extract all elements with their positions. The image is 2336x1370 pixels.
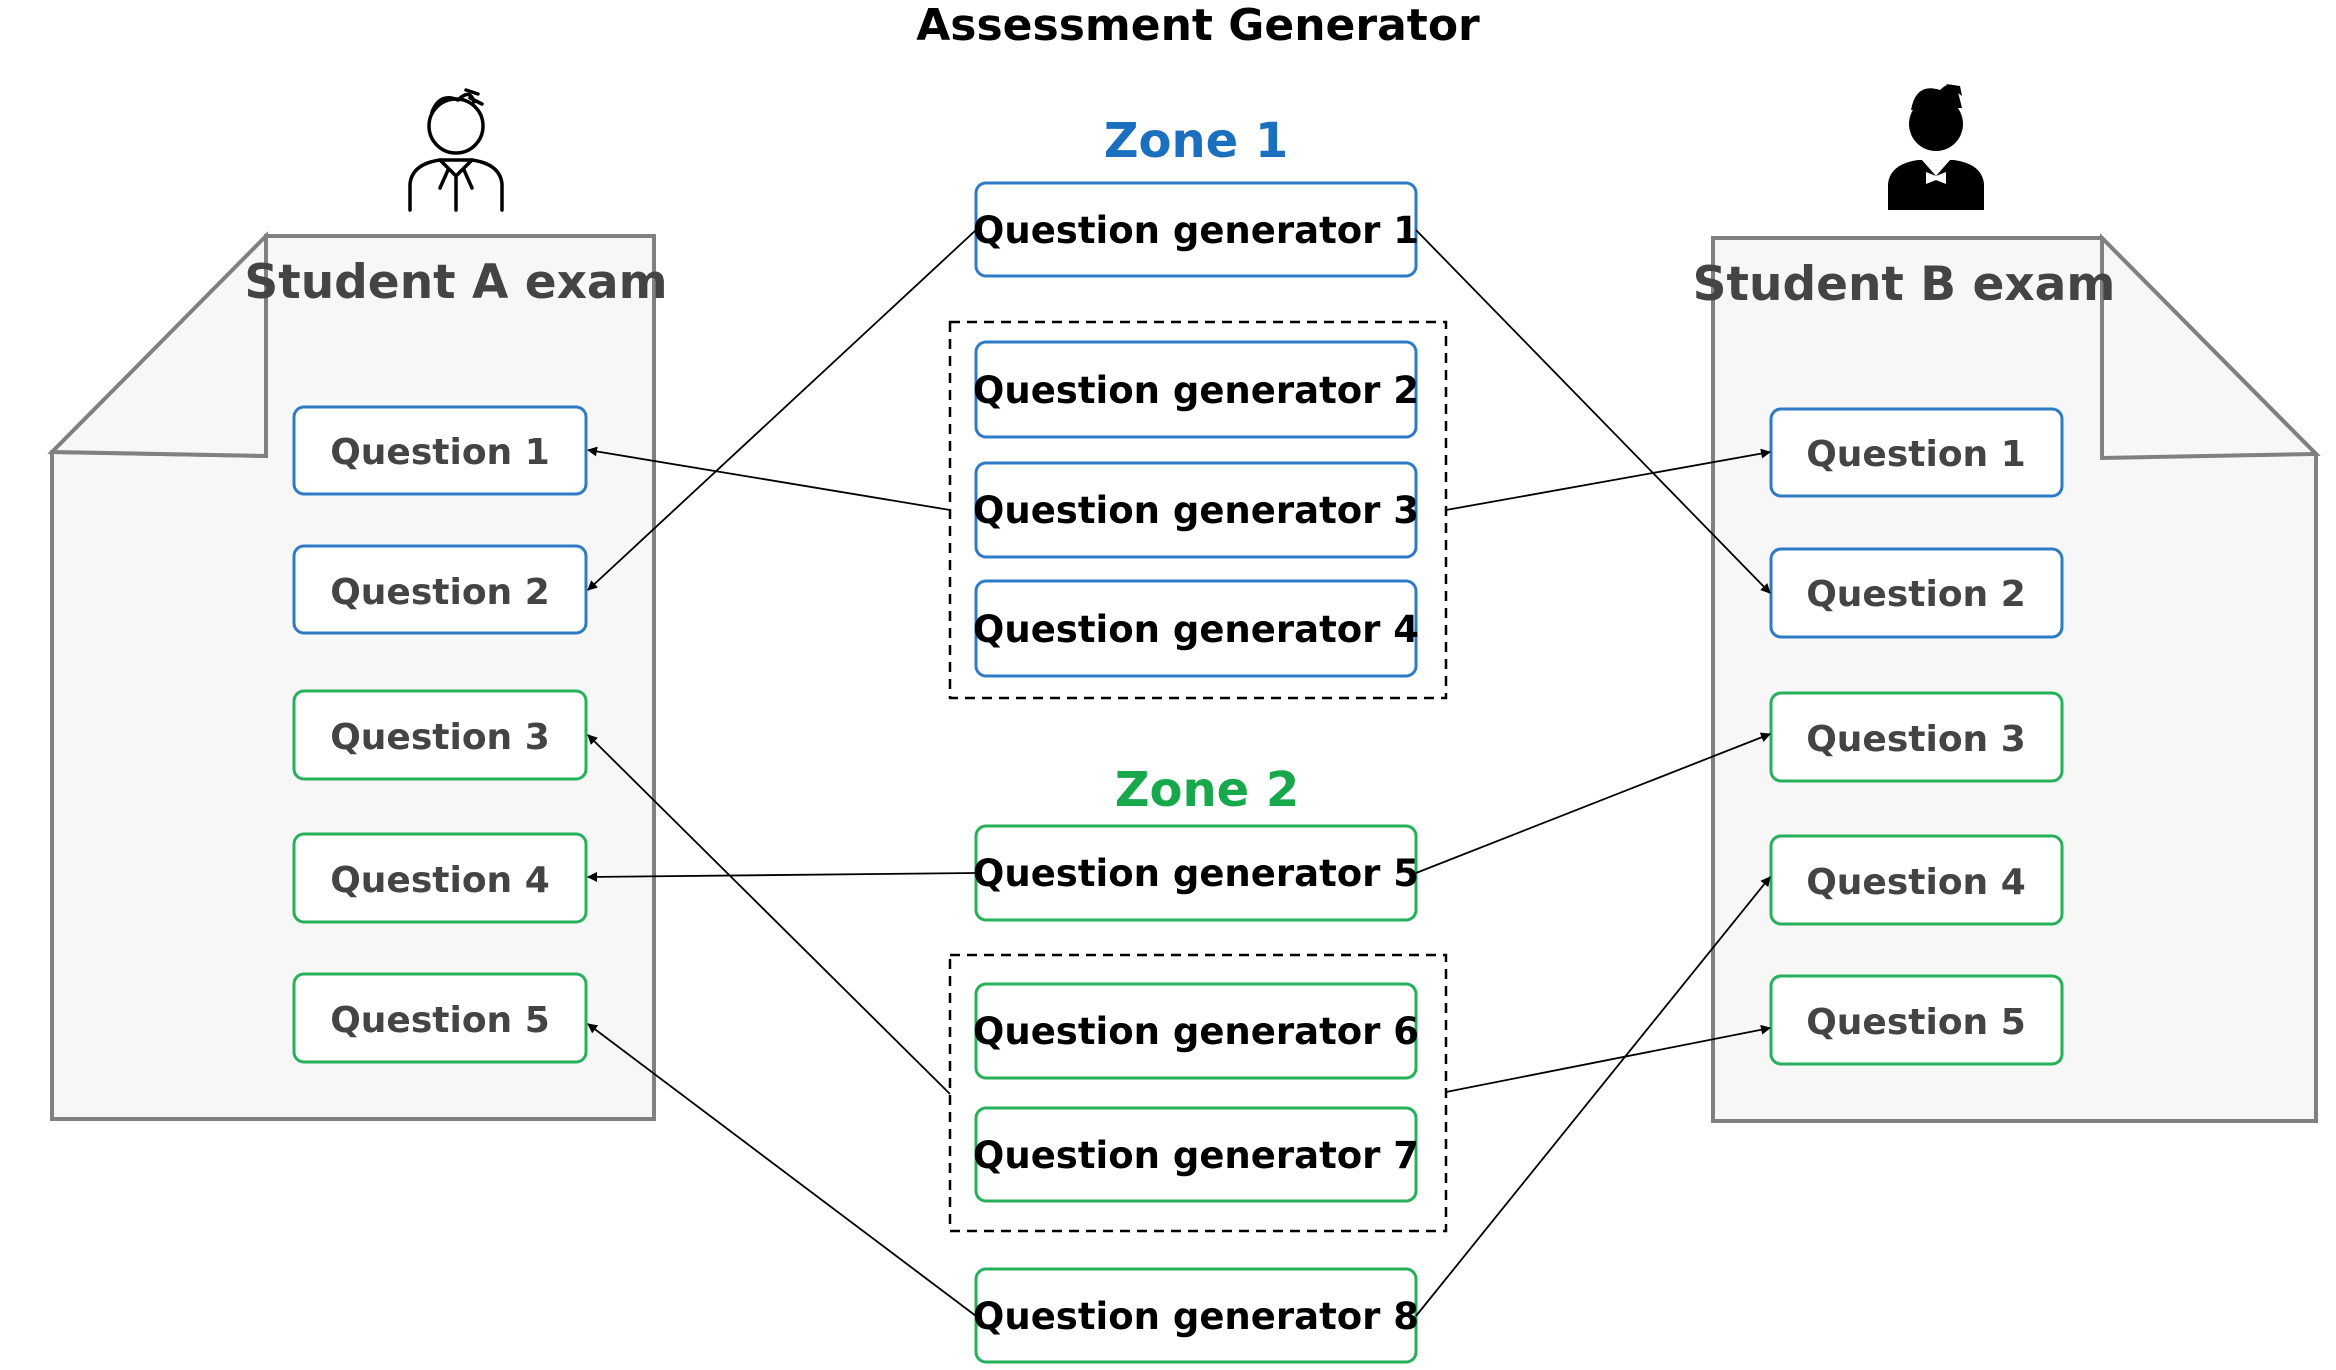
question-label: Question 5 [1806,1002,2026,1043]
question-box [292,405,588,496]
student-a-question-4: Question 4 [292,832,588,924]
zone-1-title: Zone 1 [1104,113,1289,169]
question-label: Question 4 [1806,862,2026,903]
question-label: Question 5 [330,1000,550,1041]
question-generator-1: Question generator 1 [973,181,1419,278]
generator-label: Question generator 8 [973,1295,1419,1338]
question-box [292,544,588,635]
generator-box [974,579,1418,678]
generator-label: Question generator 4 [973,608,1419,651]
generator-box [974,461,1418,559]
generator-label: Question generator 3 [973,489,1419,532]
arrow-gen8-to-student-a-q5 [587,1023,977,1317]
arrow-gen1-to-student-a-q2 [587,229,977,591]
generator-label: Question generator 1 [973,209,1419,252]
student-a-question-5: Question 5 [292,972,588,1064]
student-b-question-2: Question 2 [1769,547,2064,639]
question-label: Question 3 [1806,719,2026,760]
generator-label: Question generator 2 [973,369,1419,412]
zone-2-generator-group [948,953,1448,1233]
student-b-question-5: Question 5 [1769,974,2064,1066]
arrow-gen5-to-student-b-q3 [1415,732,1771,874]
generator-box [974,181,1418,278]
page-title: Assessment Generator [916,0,1480,51]
question-box [1769,407,2064,498]
question-box [1769,547,2064,639]
student-b-exam-title: Student B exam [1693,257,2116,312]
arrow-gen7-to-student-a-q3 [587,734,951,1095]
student-outline-icon [408,88,504,212]
student-b-question-4: Question 4 [1769,834,2064,926]
question-generator-7: Question generator 7 [973,1106,1419,1203]
student-b-question-3: Question 3 [1769,691,2064,783]
question-label: Question 4 [330,860,550,901]
arrow-gen1-to-student-b-q2 [1415,229,1771,594]
question-box [292,972,588,1064]
question-label: Question 2 [1806,574,2026,615]
question-generator-4: Question generator 4 [973,579,1419,678]
question-label: Question 1 [330,432,550,473]
connector-arrows [587,229,1771,1317]
question-label: Question 1 [1806,434,2026,475]
question-generator-6: Question generator 6 [973,982,1419,1080]
generator-label: Question generator 7 [973,1134,1419,1177]
zone-2-title: Zone 2 [1115,762,1300,818]
arrow-gen3-to-student-a-q1 [587,446,951,511]
student-b-exam: Student B exam Question 1 Question 2 Que… [1693,233,2321,1123]
arrow-gen6-to-student-b-q5 [1445,1024,1771,1093]
student-b-exam-page-fold [2100,233,2321,461]
student-a-exam-page-fold [47,231,268,459]
question-generator-2: Question generator 2 [973,340,1419,439]
student-a-question-1: Question 1 [292,405,588,496]
student-a-question-2: Question 2 [292,544,588,635]
question-generator-3: Question generator 3 [973,461,1419,559]
question-label: Question 2 [330,572,550,613]
question-box [1769,691,2064,783]
arrow-gen5-to-student-a-q4 [587,871,977,882]
generator-box [974,340,1418,439]
question-box [292,832,588,924]
generator-box [974,982,1418,1080]
student-b-question-1: Question 1 [1769,407,2064,498]
question-generator-8: Question generator 8 [973,1267,1419,1364]
question-box [292,689,588,781]
student-a-question-3: Question 3 [292,689,588,781]
question-box [1769,974,2064,1066]
question-generator-5: Question generator 5 [973,824,1419,922]
question-label: Question 3 [330,717,550,758]
student-a-exam: Student A exam Question 1 Question 2 Que… [47,231,668,1121]
arrow-gen8-to-student-b-q4 [1415,876,1771,1317]
student-a-exam-title: Student A exam [244,255,667,310]
question-box [1769,834,2064,926]
generator-label: Question generator 5 [973,852,1419,895]
generator-label: Question generator 6 [973,1010,1419,1053]
generator-box [974,1106,1418,1203]
student-filled-icon [1888,84,1984,210]
arrow-gen3-to-student-b-q1 [1445,448,1771,511]
